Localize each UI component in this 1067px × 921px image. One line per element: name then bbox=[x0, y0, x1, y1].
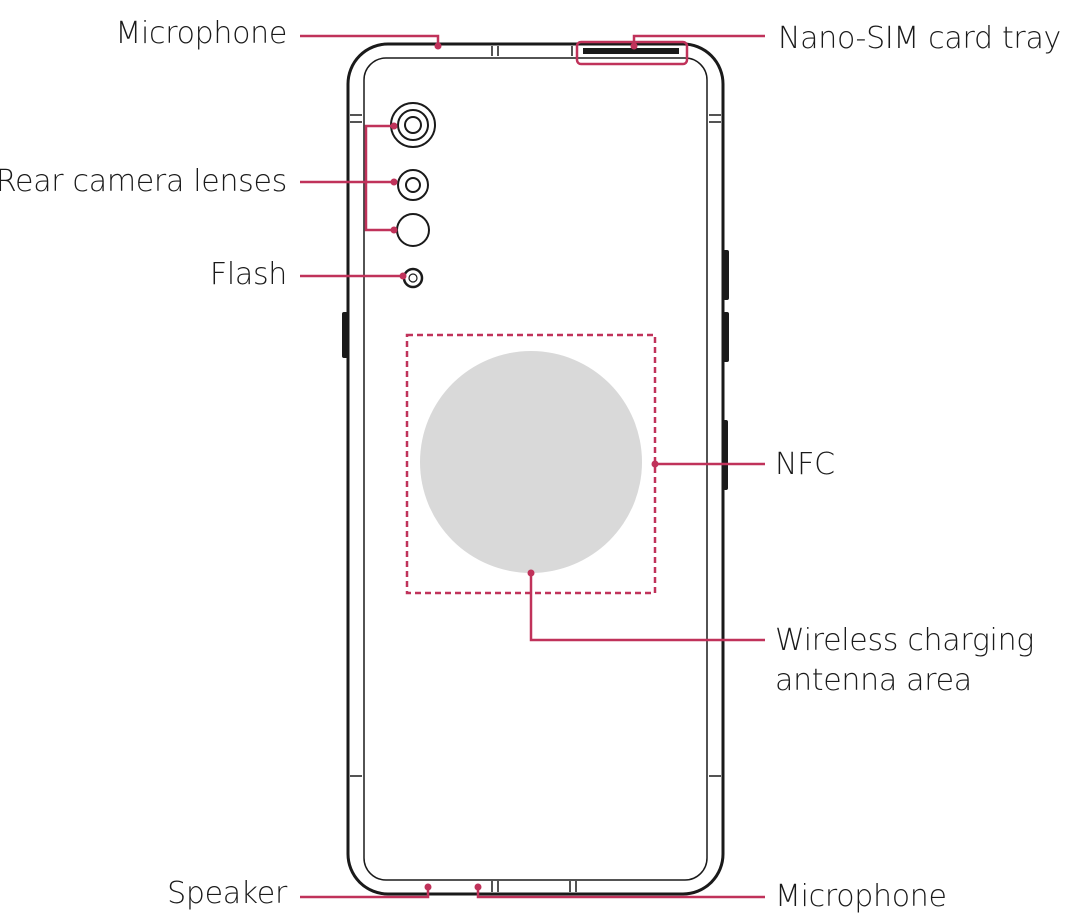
flash-light bbox=[402, 267, 424, 289]
label-rear-camera: Rear camera lenses bbox=[0, 164, 287, 199]
left-side-button bbox=[342, 312, 348, 358]
second-camera-lens bbox=[397, 169, 429, 201]
main-camera-lens bbox=[390, 102, 436, 148]
sim-tray-highlight bbox=[575, 40, 689, 66]
camera-module bbox=[390, 102, 436, 289]
sim-tray-slot bbox=[583, 48, 679, 54]
label-microphone-top: Microphone bbox=[115, 16, 287, 51]
callout-dots bbox=[390, 42, 659, 891]
callout-rear-camera bbox=[364, 124, 394, 232]
label-flash: Flash bbox=[209, 257, 287, 292]
label-wireless-line2: antenna area bbox=[775, 663, 972, 698]
label-nfc: NFC bbox=[775, 447, 835, 482]
right-volume-down-button bbox=[723, 312, 729, 362]
label-wireless-line1: Wireless charging bbox=[775, 623, 1035, 658]
phone-inner-outline bbox=[363, 57, 708, 881]
right-power-button bbox=[723, 420, 728, 490]
side-buttons bbox=[342, 250, 729, 490]
label-microphone-bottom: Microphone bbox=[775, 879, 947, 914]
third-camera-lens bbox=[396, 213, 430, 247]
label-sim-tray: Nano-SIM card tray bbox=[778, 21, 1061, 56]
callout-wireless-charging bbox=[529, 573, 765, 642]
right-volume-up-button bbox=[723, 250, 729, 300]
label-speaker: Speaker bbox=[167, 876, 287, 911]
wireless-charging-coil bbox=[420, 351, 642, 573]
